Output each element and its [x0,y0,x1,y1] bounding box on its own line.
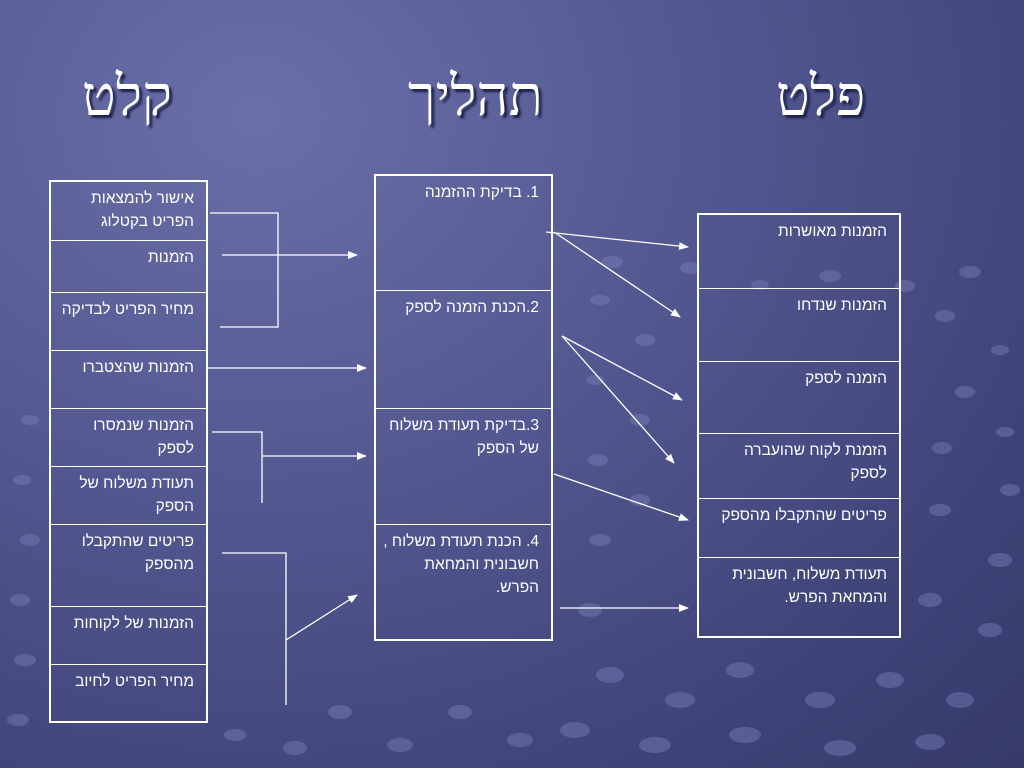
input-column: אישור להמצאות הפריט בקטלוג הזמנות מחיר ה… [49,180,208,723]
input-item-accumulated-orders: הזמנות שהצטברו [51,350,206,408]
input-item-supplier-delivery-note: תעודת משלוח של הספק [51,466,206,524]
output-item-delivery-invoice-refund: תעודת משלוח, חשבונית והמחאת הפרש. [699,557,899,638]
title-output: פלט [776,66,866,128]
input-item-catalog-approval: אישור להמצאות הפריט בקטלוג [91,190,194,230]
process-step-3: 3.בדיקת תעודת משלוח של הספק [376,408,551,524]
input-item-customer-orders: הזמנות של לקוחות [51,606,206,664]
process-column: 1. בדיקת ההזמנה 2.הכנת הזמנה לספק 3.בדיק… [374,174,553,641]
process-step-1: 1. בדיקת ההזמנה [424,184,539,201]
input-item-billing-price: מחיר הפריט לחיוב [51,664,206,723]
title-process: תהליך [408,66,543,128]
output-column: הזמנות מאושרות הזמנות שנדחו הזמנה לספק ה… [697,213,901,638]
output-item-forwarded-customer-order: הזמנת לקוח שהועברה לספק [699,433,899,498]
input-item-orders: הזמנות [51,240,206,292]
output-item-approved-orders: הזמנות מאושרות [778,223,887,240]
output-item-supplier-order: הזמנה לספק [699,361,899,433]
process-step-2: 2.הכנת הזמנה לספק [376,290,551,408]
output-item-received-items: פריטים שהתקבלו מהספק [699,498,899,557]
output-item-rejected-orders: הזמנות שנדחו [699,288,899,361]
process-step-4: 4. הכנת תעודת משלוח , חשבונית והמחאת הפר… [376,524,551,641]
input-item-received-items: פריטים שהתקבלו מהספק [51,524,206,606]
input-item-price-check: מחיר הפריט לבדיקה [51,292,206,350]
input-item-orders-to-supplier: הזמנות שנמסרו לספק [51,408,206,466]
title-input: קלט [82,66,172,128]
